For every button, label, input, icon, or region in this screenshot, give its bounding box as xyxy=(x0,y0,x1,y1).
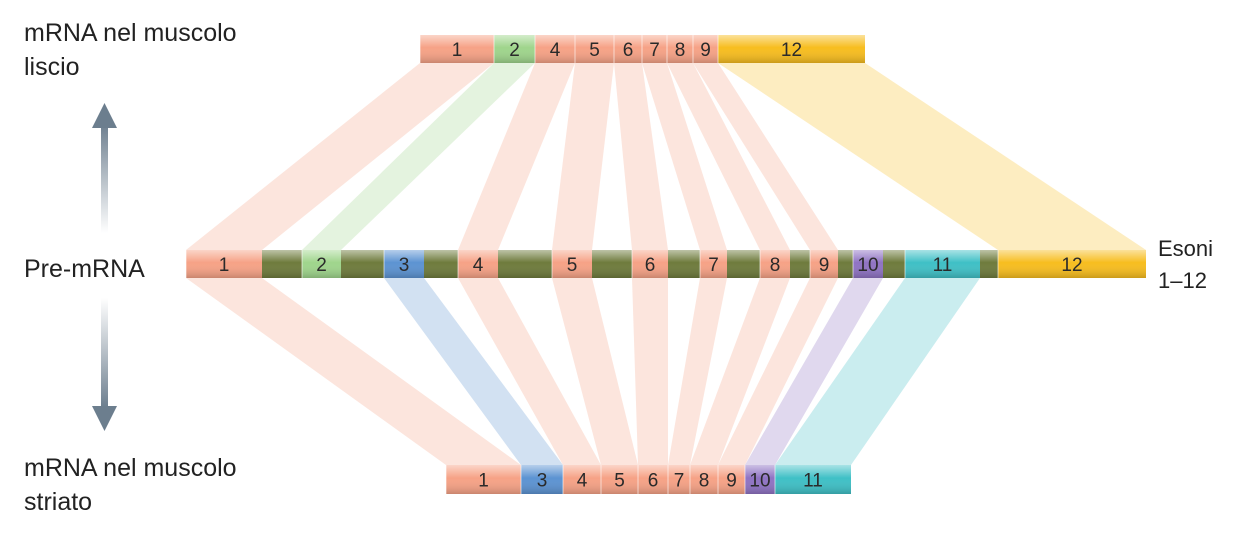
connector-striated-exon-6 xyxy=(632,278,668,465)
down-arrow xyxy=(92,298,117,431)
pre-mrna-exon-label-8: 8 xyxy=(770,255,781,276)
connector-striated-exon-10 xyxy=(745,278,883,465)
pre-mrna-exon-label-12: 12 xyxy=(1061,255,1082,276)
striated-muscle-label: mRNA nel muscolo striato xyxy=(24,454,237,516)
exons-label: Esoni 1–12 xyxy=(1158,236,1214,293)
striated-mrna-exon-label-5: 5 xyxy=(614,471,625,492)
smooth-muscle-label: mRNA nel muscolo liscio xyxy=(24,19,237,81)
striated-mrna-exon-label-1: 1 xyxy=(478,471,489,492)
striated-mrna-exon-label-9: 9 xyxy=(726,471,737,492)
striated-mrna-exon-label-8: 8 xyxy=(699,471,710,492)
up-arrow xyxy=(92,103,117,233)
pre-mrna-exon-label-2: 2 xyxy=(316,255,327,276)
pre-mrna-exon-label-9: 9 xyxy=(819,255,830,276)
connector-striated-exon-9 xyxy=(718,278,838,465)
connector-smooth-exon-12 xyxy=(718,63,1146,250)
pre-mrna-exon-label-4: 4 xyxy=(473,255,484,276)
pre-mrna-exon-label-5: 5 xyxy=(567,255,578,276)
connector-smooth-exon-4 xyxy=(458,63,575,250)
pre-mrna-exon-label-7: 7 xyxy=(708,255,719,276)
smooth-mrna-exon-label-1: 1 xyxy=(452,40,463,61)
striated-mrna-exon-label-11: 11 xyxy=(803,471,823,492)
smooth-mrna-exon-label-4: 4 xyxy=(550,40,561,61)
striated-mrna-exon-label-6: 6 xyxy=(648,471,659,492)
smooth-mrna-exon-label-7: 7 xyxy=(649,40,660,61)
smooth-mrna-exon-label-12: 12 xyxy=(781,40,802,61)
connector-striated-exon-11 xyxy=(775,278,980,465)
pre-mrna-exon-label-10: 10 xyxy=(857,255,878,276)
connector-striated-exon-1 xyxy=(186,278,521,465)
connector-smooth-exon-8 xyxy=(667,63,790,250)
pre-mrna-label: Pre-mRNA xyxy=(24,255,145,283)
striated-mrna-exon-label-3: 3 xyxy=(537,471,548,492)
smooth-mrna-exon-label-2: 2 xyxy=(509,40,520,61)
smooth-mrna-exon-label-5: 5 xyxy=(589,40,600,61)
pre-mrna-exon-label-1: 1 xyxy=(219,255,230,276)
smooth-mrna-exon-label-6: 6 xyxy=(623,40,634,61)
connector-smooth-exon-2 xyxy=(302,63,535,250)
pre-mrna-exon-label-3: 3 xyxy=(399,255,410,276)
connector-smooth-exon-1 xyxy=(186,63,494,250)
connector-striated-exon-4 xyxy=(458,278,601,465)
connector-smooth-exon-9 xyxy=(693,63,838,250)
smooth-mrna-exon-label-8: 8 xyxy=(675,40,686,61)
connector-smooth-exon-7 xyxy=(642,63,727,250)
striated-mrna-exon-label-7: 7 xyxy=(674,471,685,492)
connector-striated-exon-8 xyxy=(690,278,790,465)
connector-striated-exon-3 xyxy=(384,278,563,465)
connector-smooth-exon-6 xyxy=(614,63,668,250)
pre-mrna-exon-label-6: 6 xyxy=(645,255,656,276)
connector-striated-exon-5 xyxy=(552,278,638,465)
pre-mrna-exon-label-11: 11 xyxy=(933,255,953,276)
splice-connectors xyxy=(186,63,1146,465)
arrows xyxy=(92,103,117,431)
smooth-mrna-exon-label-9: 9 xyxy=(700,40,711,61)
striated-mrna-exon-label-10: 10 xyxy=(749,471,770,492)
connector-striated-exon-7 xyxy=(668,278,727,465)
striated-mrna-exon-label-4: 4 xyxy=(577,471,588,492)
connector-smooth-exon-5 xyxy=(552,63,614,250)
